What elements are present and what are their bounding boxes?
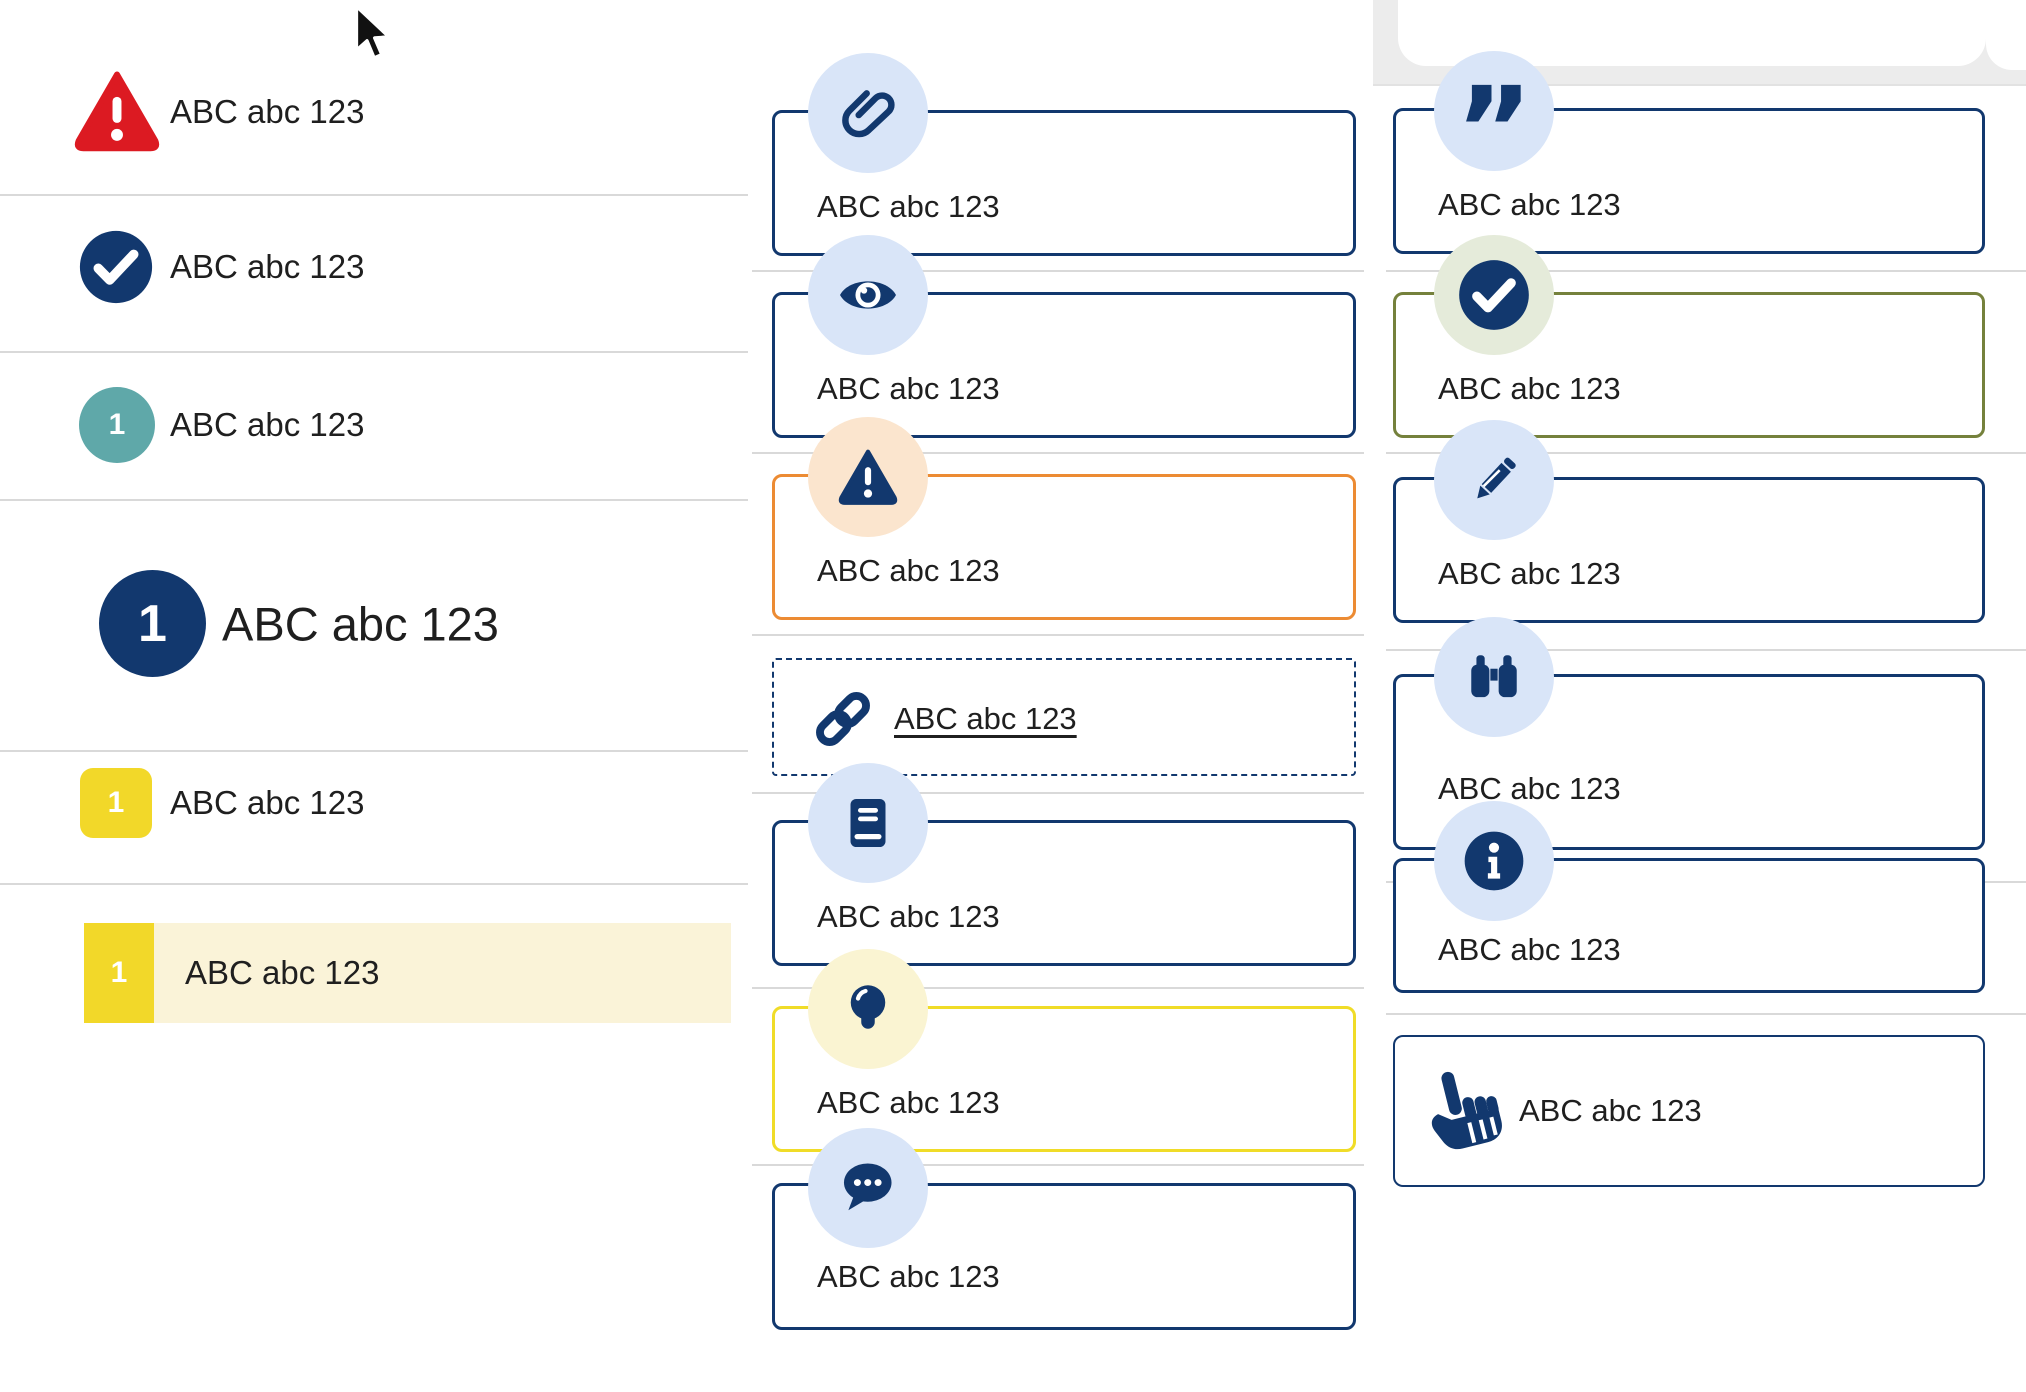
card-action[interactable]: ABC abc 123 — [1393, 1035, 1985, 1187]
card-label: ABC abc 123 — [817, 553, 1000, 588]
mouse-cursor-icon — [352, 4, 394, 64]
highlighted-list-item[interactable]: 1 ABC abc 123 — [84, 923, 731, 1023]
divider — [752, 1164, 1364, 1166]
list-item-label-large: ABC abc 123 — [222, 597, 499, 651]
list-item-label: ABC abc 123 — [170, 784, 365, 821]
warning-triangle-icon — [72, 70, 162, 152]
card-label: ABC abc 123 — [1438, 932, 1621, 967]
list-item-label: ABC abc 123 — [170, 93, 365, 130]
divider — [0, 750, 748, 752]
numbered-square-yellow: 1 — [80, 768, 152, 838]
card-label: ABC abc 123 — [1438, 771, 1621, 806]
card-label: ABC abc 123 — [817, 1085, 1000, 1120]
divider — [0, 194, 748, 196]
card-link-text[interactable]: ABC abc 123 — [894, 701, 1077, 736]
numbered-bar-yellow: 1 — [84, 923, 154, 1023]
divider — [752, 792, 1364, 794]
divider — [0, 883, 748, 885]
numbered-circle-large: 1 — [99, 570, 206, 677]
info-icon — [1434, 801, 1554, 921]
top-tab-edge — [1986, 0, 2026, 70]
lightbulb-icon — [808, 949, 928, 1069]
card-manual[interactable] — [772, 820, 1356, 966]
card-label: ABC abc 123 — [817, 1259, 1000, 1294]
card-edit[interactable] — [1393, 477, 1985, 623]
card-label: ABC abc 123 — [1519, 1093, 1702, 1128]
card-label: ABC abc 123 — [1438, 187, 1621, 222]
divider — [1386, 452, 2026, 454]
divider — [752, 634, 1364, 636]
eye-icon — [808, 235, 928, 355]
list-item-label: ABC abc 123 — [185, 954, 380, 991]
divider — [1386, 1013, 2026, 1015]
divider — [0, 499, 748, 501]
check-circle-icon — [1434, 235, 1554, 355]
card-label: ABC abc 123 — [1438, 556, 1621, 591]
binoculars-icon — [1434, 617, 1554, 737]
check-circle-icon — [78, 229, 154, 305]
numbered-circle-teal: 1 — [79, 387, 155, 463]
divider — [1386, 270, 2026, 272]
divider — [752, 987, 1364, 989]
card-link[interactable]: ABC abc 123 — [772, 658, 1356, 776]
card-label: ABC abc 123 — [1438, 371, 1621, 406]
book-icon — [808, 763, 928, 883]
card-label: ABC abc 123 — [817, 189, 1000, 224]
pencil-icon — [1434, 420, 1554, 540]
card-label: ABC abc 123 — [817, 371, 1000, 406]
link-icon — [808, 684, 878, 754]
list-item-label: ABC abc 123 — [170, 406, 365, 443]
divider — [752, 452, 1364, 454]
card-label: ABC abc 123 — [817, 899, 1000, 934]
divider — [1386, 649, 2026, 651]
chat-bubble-icon — [808, 1128, 928, 1248]
paperclip-icon — [808, 53, 928, 173]
divider — [0, 351, 748, 353]
list-item-label: ABC abc 123 — [170, 248, 365, 285]
warning-triangle-icon — [808, 417, 928, 537]
quote-icon: ” — [1434, 51, 1554, 188]
pointing-hand-icon — [1419, 1063, 1507, 1159]
divider — [752, 270, 1364, 272]
